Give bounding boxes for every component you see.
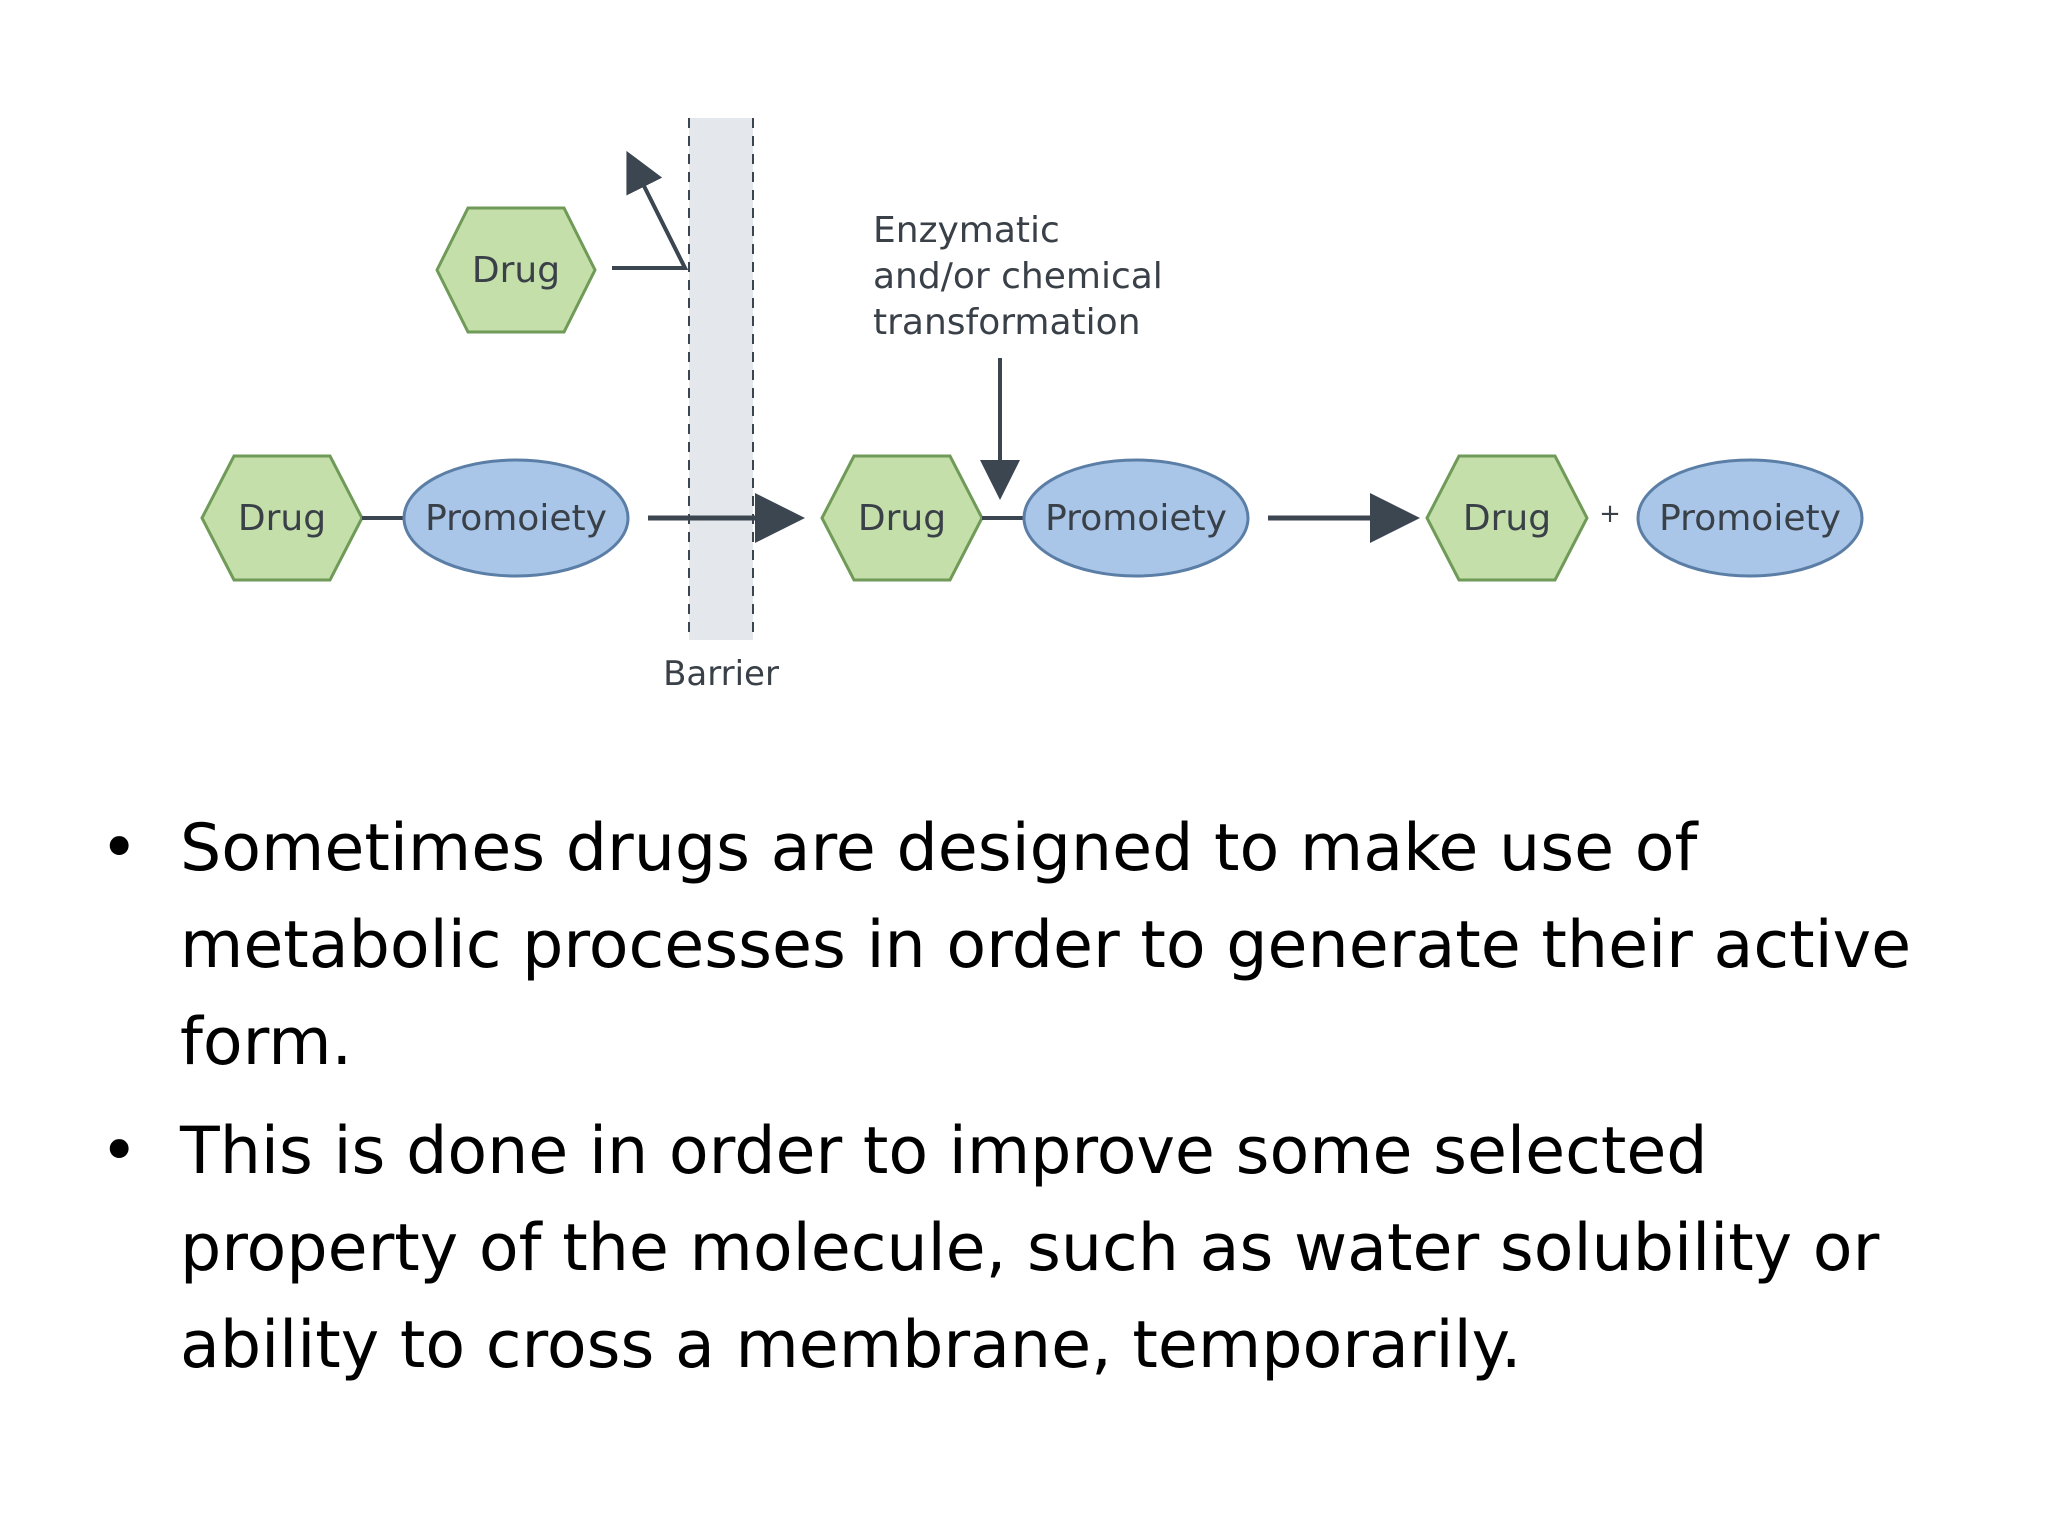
drug-hexagon	[435, 206, 597, 334]
drug-label: Drug	[1463, 498, 1551, 539]
promoiety-label: Promoiety	[1045, 498, 1227, 539]
transformation-annotation: Enzymatic and/or chemical transformation	[873, 210, 1163, 500]
deflected-arrow	[612, 150, 689, 270]
promoiety-label: Promoiety	[1659, 498, 1841, 539]
bullet-list: • Sometimes drugs are designed to make u…	[100, 800, 1960, 1406]
bullet-symbol: •	[100, 811, 139, 886]
barrier: Barrier	[663, 118, 779, 694]
promoiety-ellipse	[1022, 458, 1250, 578]
released-products: Drug + Promoiety	[1425, 454, 1864, 582]
drug-hexagon	[1425, 454, 1589, 582]
prodrug-initial: Drug Promoiety	[200, 454, 630, 582]
plus-sign: +	[1599, 499, 1621, 529]
promoiety-ellipse	[402, 458, 630, 578]
promoiety-ellipse	[1636, 458, 1864, 578]
drug-label: Drug	[472, 250, 560, 291]
bullet-text: This is done in order to improve some se…	[180, 1114, 1880, 1383]
barrier-band	[689, 118, 753, 640]
transformation-label-line3: transformation	[873, 302, 1141, 343]
transformation-label-line1: Enzymatic	[873, 210, 1060, 251]
bullet-item: • Sometimes drugs are designed to make u…	[100, 800, 1960, 1091]
drug-label: Drug	[858, 498, 946, 539]
promoiety-label: Promoiety	[425, 498, 607, 539]
blocked-drug: Drug	[435, 206, 597, 334]
prodrug-crossed: Drug Promoiety	[820, 454, 1250, 582]
bullet-text: Sometimes drugs are designed to make use…	[180, 811, 1912, 1080]
prodrug-diagram: Barrier Drug Drug Promoiety Drug Promoie…	[200, 118, 1864, 694]
bullet-item: • This is done in order to improve some …	[100, 1103, 1960, 1394]
barrier-label: Barrier	[663, 654, 779, 694]
drug-label: Drug	[238, 498, 326, 539]
bullet-symbol: •	[100, 1114, 139, 1189]
transformation-label-line2: and/or chemical	[873, 256, 1163, 297]
